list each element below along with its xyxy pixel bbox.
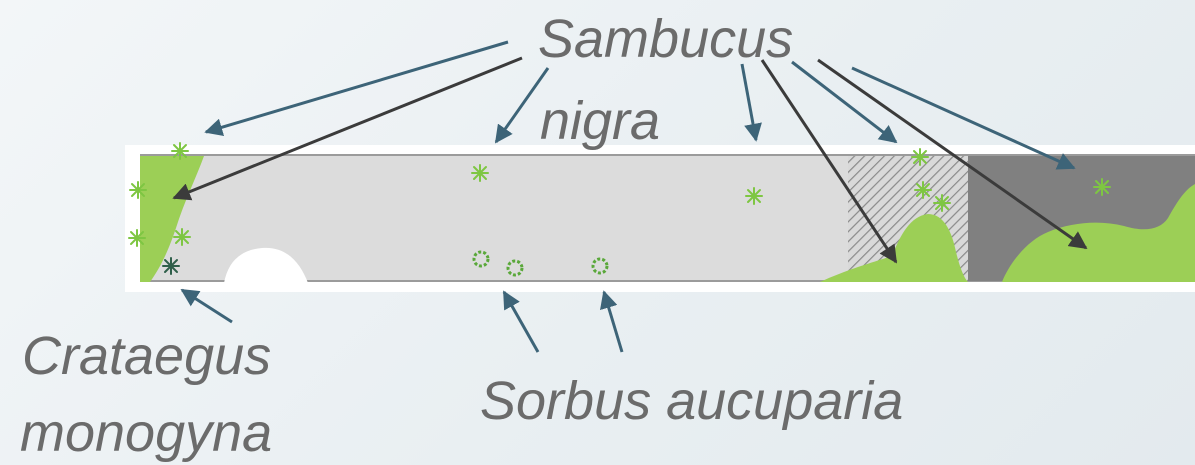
arrow-sambucus-dark-3	[817, 58, 1088, 250]
asterisk-star-icon	[911, 148, 929, 166]
asterisk-star-icon	[914, 181, 932, 199]
asterisk-star-icon	[129, 181, 147, 199]
arrow-sambucus-dark-1	[172, 56, 523, 201]
label-sambucus-nigra-line2: nigra	[540, 91, 661, 151]
sorbus-seedlings	[472, 250, 609, 277]
arch-opening	[224, 247, 308, 283]
arrow-sambucus-dark-2	[760, 59, 898, 264]
ring-flower-icon	[591, 257, 609, 275]
label-sorbus-aucuparia: Sorbus aucuparia	[480, 371, 904, 431]
asterisk-star-icon	[933, 194, 951, 212]
arrow-crataegus	[180, 288, 233, 324]
sambucus-arrows	[204, 40, 1076, 170]
asterisk-star-icon	[745, 187, 763, 205]
asterisk-star-icon	[471, 164, 489, 182]
arrow-sambucus-4	[791, 60, 898, 144]
sorbus-arrows	[502, 290, 624, 353]
label-sambucus-nigra-line1: Sambucus	[538, 9, 794, 69]
arrow-sorbus-2	[600, 290, 624, 353]
ring-flower-icon	[472, 250, 490, 268]
ring-flower-icon	[506, 259, 524, 277]
dark-asterisk-icon	[162, 257, 180, 275]
asterisk-star-icon	[171, 142, 189, 160]
arrow-sambucus-2	[494, 67, 550, 144]
asterisk-star-icon	[173, 228, 191, 246]
crataegus-seedling	[162, 257, 180, 275]
asterisk-star-icon	[1093, 178, 1111, 196]
vegetation-right	[1002, 184, 1195, 282]
arrow-sorbus-1	[502, 290, 540, 353]
sambucus-dark-arrows	[172, 56, 1088, 264]
vegetation-mound-middle	[820, 214, 968, 282]
asterisk-star-icon	[128, 229, 146, 247]
label-crataegus-monogyna-line2: monogyna	[20, 403, 273, 463]
arrow-sambucus-1	[204, 40, 509, 136]
arrow-sambucus-5	[851, 66, 1076, 170]
arrow-sambucus-3	[740, 63, 762, 142]
label-crataegus-monogyna-line1: Crataegus	[22, 326, 272, 386]
